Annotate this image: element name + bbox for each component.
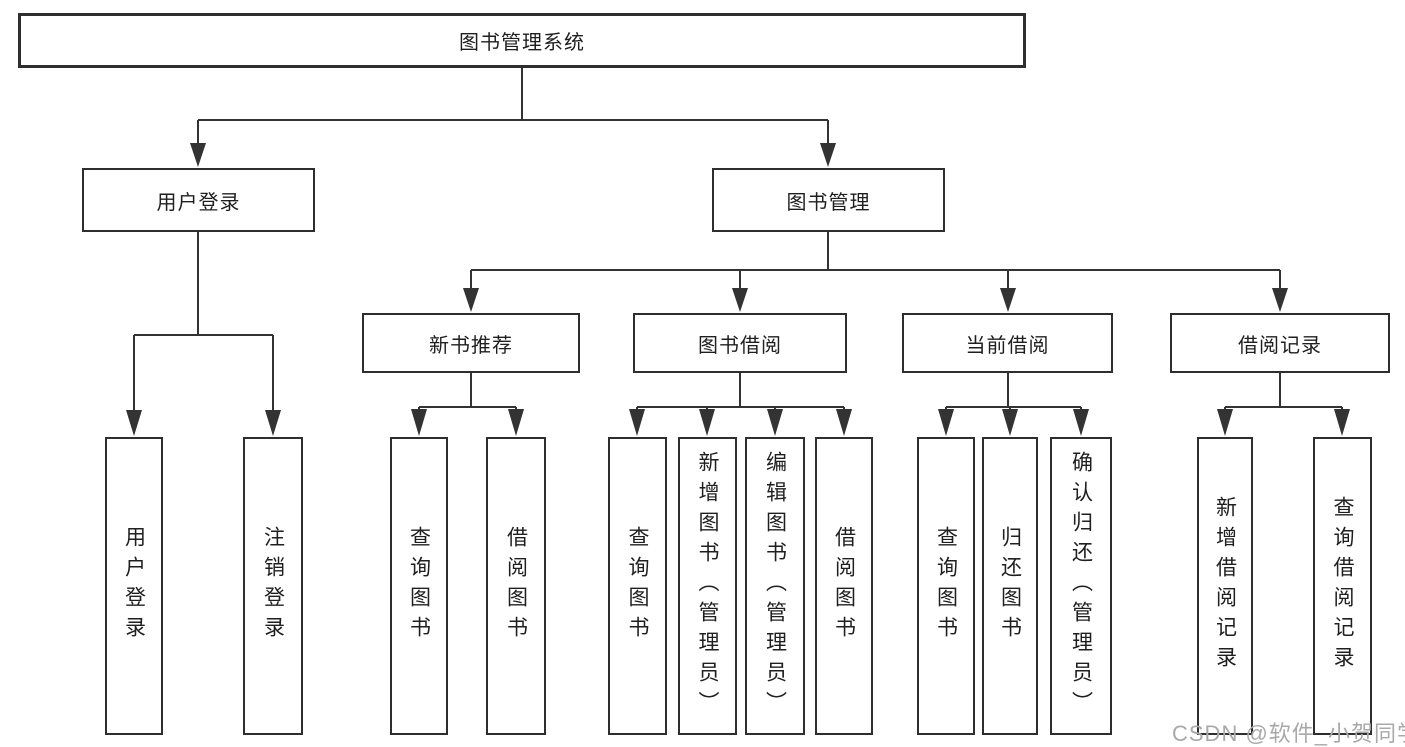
arrowhead-icon [463,288,479,312]
arrowhead-icon [1002,409,1018,436]
edge-bookborrow-to-leaves [636,373,845,412]
node-user-login-label: 用户登录 [156,191,241,214]
leaf-confirm-return-admin-label: 确认归还（管理员） [1069,451,1093,721]
node-root: 图书管理系统 [18,13,1026,68]
arrowhead-icon [820,143,836,167]
leaf-add-borrow-record-label: 新增借阅记录 [1213,496,1237,676]
leaf-query-borrow-record-label: 查询借阅记录 [1331,496,1354,676]
leaf-user-login-label: 用户登录 [122,526,146,646]
node-user-login: 用户登录 [82,168,315,232]
leaf-add-borrow-record: 新增借阅记录 [1197,437,1253,735]
node-current-borrow: 当前借阅 [902,313,1113,373]
leaf-borrow-book-1-label: 借阅图书 [504,526,528,646]
arrowhead-icon [190,143,206,167]
arrowhead-icon [938,409,954,436]
arrowhead-icon [265,410,281,436]
leaf-logout-label: 注销登录 [261,526,285,646]
node-new-book-recommend: 新书推荐 [362,313,580,373]
leaf-edit-book-admin-label: 编辑图书（管理员） [763,451,787,721]
leaf-edit-book-admin: 编辑图书（管理员） [745,437,805,735]
leaf-query-book-2-label: 查询图书 [626,526,649,646]
arrowhead-icon [732,288,748,312]
arrowhead-icon [1073,409,1089,436]
node-borrow-record: 借阅记录 [1170,313,1390,373]
csdn-watermark: CSDN @软件_小贺同学 [1172,721,1405,746]
leaf-query-book-1: 查询图书 [390,437,448,735]
arrowhead-icon [126,410,142,436]
leaf-return-book-label: 归还图书 [998,526,1022,646]
leaf-query-book-3-label: 查询图书 [934,526,958,646]
edge-bookmgmt-to-level3 [470,232,1281,290]
arrowhead-icon [1000,288,1016,312]
leaf-borrow-book-1: 借阅图书 [486,437,546,735]
leaf-borrow-book-2-label: 借阅图书 [832,526,856,646]
leaf-query-borrow-record: 查询借阅记录 [1313,437,1372,735]
arrowhead-icon [508,409,524,436]
node-current-borrow-label: 当前借阅 [965,334,1050,357]
leaf-logout: 注销登录 [243,437,303,735]
edge-currentborrow-to-leaves [945,373,1082,412]
leaf-return-book: 归还图书 [982,437,1038,735]
leaf-add-book-admin: 新增图书（管理员） [678,437,737,735]
edge-root-to-level2 [197,68,829,146]
arrowhead-icon [629,409,645,436]
leaf-query-book-2: 查询图书 [608,437,667,735]
leaf-query-book-3: 查询图书 [917,437,975,735]
leaf-confirm-return-admin: 确认归还（管理员） [1050,437,1112,735]
arrowhead-icon [1334,409,1350,436]
arrowhead-icon [767,409,783,436]
node-new-book-recommend-label: 新书推荐 [429,334,513,357]
arrowhead-icon [836,409,852,436]
arrowhead-icon [411,409,427,436]
edge-borrowrecord-to-leaves [1224,373,1343,412]
node-root-label: 图书管理系统 [459,32,585,54]
arrowhead-icon [699,409,715,436]
node-book-borrow-label: 图书借阅 [698,334,782,357]
node-book-borrow: 图书借阅 [633,313,847,373]
leaf-query-book-1-label: 查询图书 [407,526,431,646]
node-book-management-label: 图书管理 [786,191,871,214]
node-book-management: 图书管理 [712,168,945,232]
edge-newbook-to-leaves [418,373,517,412]
leaf-user-login: 用户登录 [105,437,163,735]
leaf-borrow-book-2: 借阅图书 [815,437,873,735]
edge-userlogin-to-leaves [133,232,274,412]
node-borrow-record-label: 借阅记录 [1238,334,1322,357]
arrowhead-icon [1272,288,1288,312]
leaf-add-book-admin-label: 新增图书（管理员） [696,451,719,721]
arrowhead-icon [1217,409,1233,436]
